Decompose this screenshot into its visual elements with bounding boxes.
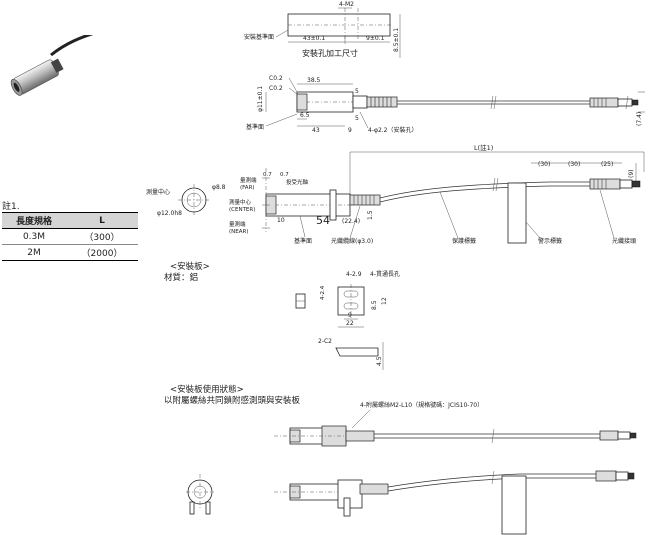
table-cell-spec: 0.3M xyxy=(2,228,66,245)
front-ref-label: 基準面 xyxy=(294,237,312,245)
measure-center-label: 測量中心 xyxy=(146,188,170,196)
dim-plate-4-5: 4.5 xyxy=(376,356,383,366)
sensor-head-photo xyxy=(10,35,94,96)
screw-label: 4-附屬螺絲M2-L10（規格號碼：JCIS10-70） xyxy=(360,401,483,409)
dim-4-2-9: 4-2.9 xyxy=(346,271,362,278)
dim-22-4: (22.4) xyxy=(342,218,360,225)
dim-2-c2: 2-C2 xyxy=(318,338,332,345)
dim-7-4: (7.4) xyxy=(636,112,643,126)
mount-hole-view: 4-M2 43±0.1 9±0.1 安裝基準面 8.5±0.1 安裝孔加工尺寸 xyxy=(244,1,401,58)
front-view: L(註1) (30) (30) (25) (9) 測量中心 φ8.8 φ12.0… xyxy=(146,143,645,245)
dim-43-side: 43 xyxy=(312,127,320,134)
dim-54: 54 xyxy=(316,214,330,227)
cable-label: 光纖纜線(φ3.0) xyxy=(331,237,373,245)
dim-dia-12: φ12.0h8 xyxy=(157,210,182,217)
dim-4-2-4: 4-2.4 xyxy=(320,285,326,300)
dim-0-7-b: 0.7 xyxy=(280,172,289,178)
dim-c0-2-b: C0.2 xyxy=(269,85,283,92)
dim-l-note: L(註1) xyxy=(474,143,493,152)
mount-ref-label: 安裝基準面 xyxy=(244,33,274,41)
dim-4-holes: 4-貫通長孔 xyxy=(370,270,400,278)
usage-subtitle: 以附屬螺絲共同鎖附感測頭與安裝板 xyxy=(164,396,301,406)
near-label: 量測端(NEAR) xyxy=(229,220,248,235)
table-row: 0.3M （300） xyxy=(2,228,138,245)
plate-section-title: <安裝板> xyxy=(170,262,210,272)
connector-label: 光纖接頭 xyxy=(612,237,636,245)
dim-6-5: 6.5 xyxy=(300,112,310,119)
dim-25: (25) xyxy=(601,161,613,168)
length-spec-table: 長度規格 L 0.3M （300） 2M （2000） xyxy=(2,212,138,261)
far-label: 量測端(FAR) xyxy=(240,176,257,191)
dim-10: 10 xyxy=(277,217,285,224)
usage-state: 4-附屬螺絲M2-L10（規格號碼：JCIS10-70） xyxy=(186,401,637,535)
plate-material: 材質：鋁 xyxy=(164,273,199,283)
dim-mount-holes: 4-φ2.2（安裝孔） xyxy=(368,126,417,134)
dim-4-m2: 4-M2 xyxy=(339,1,354,8)
mounting-plate: 4-2.9 4-貫通長孔 4-2.4 9 22 12 8.5 2-C2 4.5 xyxy=(295,270,400,370)
dim-dia-11: φ11±0.1 xyxy=(257,86,264,112)
dim-30-b: (30) xyxy=(568,161,580,168)
side-ref-label: 基準面 xyxy=(246,123,264,131)
receiver-axis-label: 投受光軸 xyxy=(286,178,309,186)
table-cell-l: （300） xyxy=(66,228,138,245)
dim-5-a: 5 xyxy=(355,88,359,95)
center-label: 測量中心(CENTER) xyxy=(229,198,255,213)
dim-43: 43±0.1 xyxy=(303,35,325,42)
dim-8-5: 8.5±0.1 xyxy=(393,28,400,52)
dim-30-a: (30) xyxy=(538,161,550,168)
table-header-l: L xyxy=(66,212,138,229)
table-header-spec: 長度規格 xyxy=(2,212,66,229)
dim-0-7-a: 0.7 xyxy=(263,172,272,178)
dim-c0-2-a: C0.2 xyxy=(269,75,283,82)
sleeve-label: 保護標籤 xyxy=(452,237,476,245)
dim-dia-8-8: φ8.8 xyxy=(212,184,226,191)
mount-hole-caption: 安裝孔加工尺寸 xyxy=(302,48,358,58)
usage-section-title: <安裝板使用狀態> xyxy=(170,385,244,395)
dim-plate-8-5: 8.5 xyxy=(371,300,378,310)
dim-plate-12: 12 xyxy=(381,297,388,305)
dim-9-side: 9 xyxy=(348,127,352,134)
table-row: 2M （2000） xyxy=(2,244,138,261)
dim-38-5: 38.5 xyxy=(307,77,321,84)
table-cell-spec: 2M xyxy=(2,244,66,261)
side-view: φ11±0.1 C0.2 C0.2 38.5 6.5 43 9 5 5 4-φ2… xyxy=(246,75,645,134)
warning-label: 警示標籤 xyxy=(538,237,562,245)
dim-plate-22: 22 xyxy=(346,320,354,327)
dim-9: 9±0.1 xyxy=(366,35,385,42)
dim-5-b: 5 xyxy=(355,115,359,122)
table-cell-l: （2000） xyxy=(66,244,138,261)
dim-9-front: (9) xyxy=(628,170,635,179)
dim-1-5: 1.5 xyxy=(367,210,374,220)
dim-plate-9: 9 xyxy=(348,312,352,319)
note-heading: 註1. xyxy=(2,202,20,212)
